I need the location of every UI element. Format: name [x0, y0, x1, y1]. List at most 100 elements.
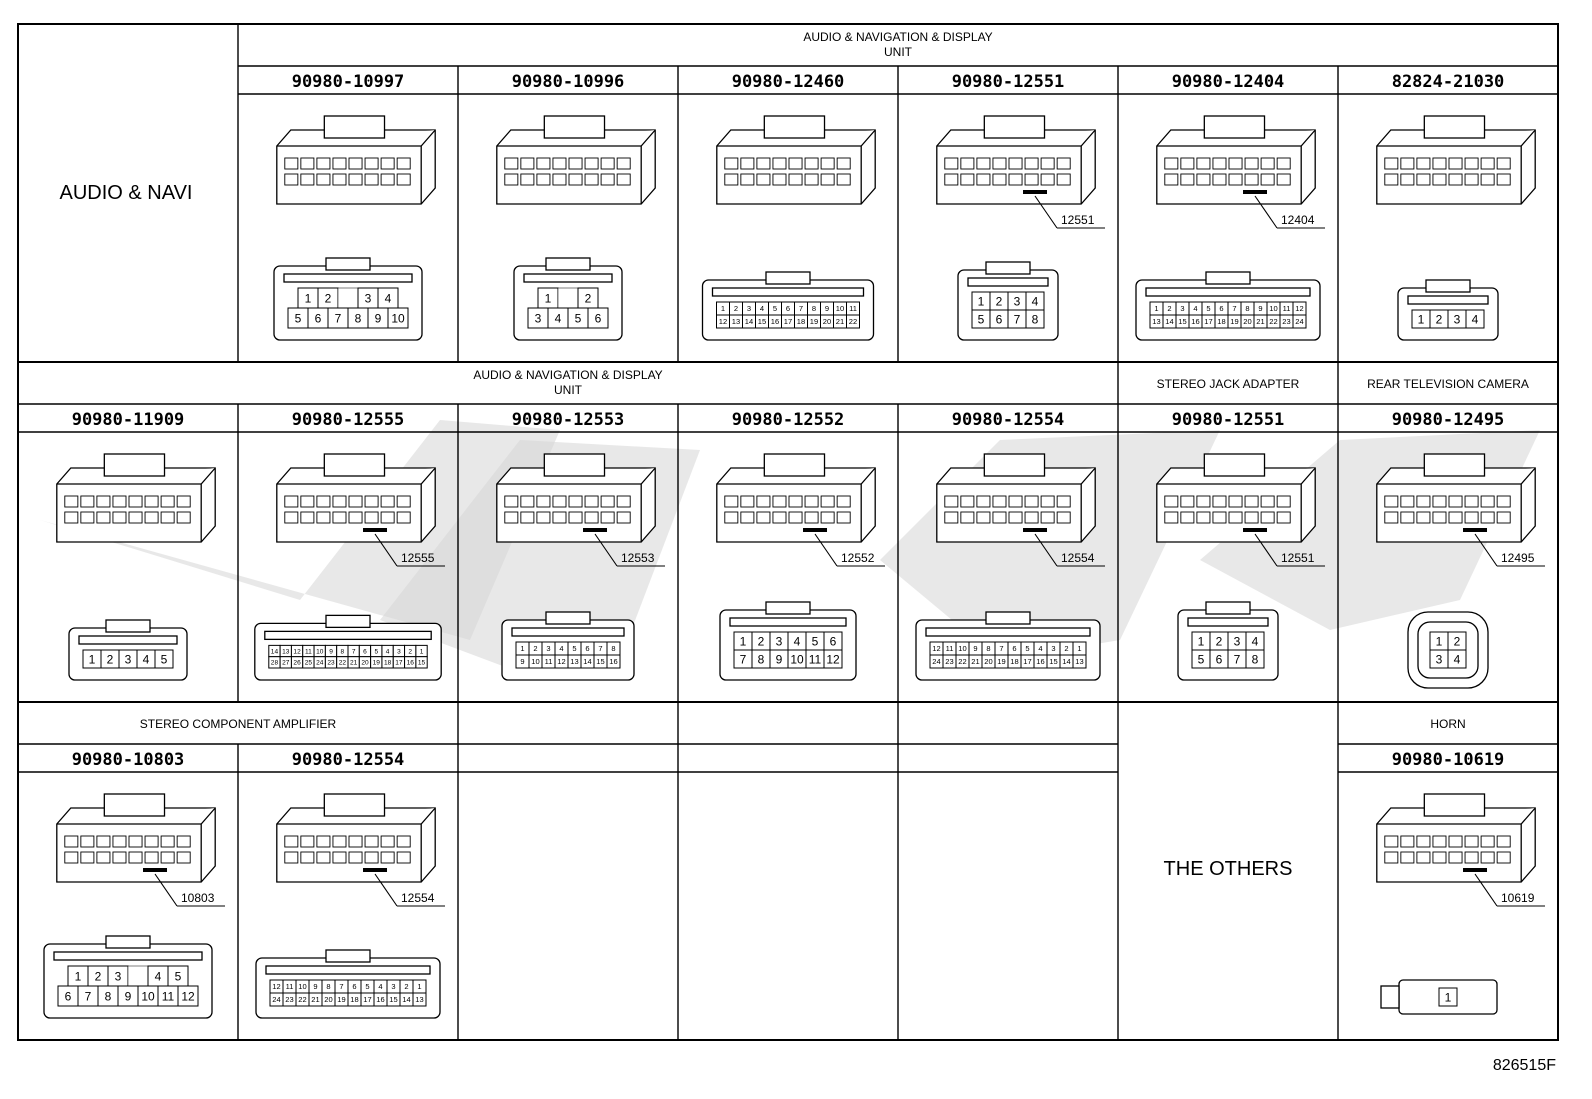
pin-number: 19 — [373, 660, 381, 667]
pin-number: 4 — [386, 648, 390, 655]
pin-number: 14 — [1165, 317, 1173, 326]
housing-latch — [323, 115, 386, 139]
pin-number: 23 — [285, 995, 293, 1004]
housing-cavity — [284, 851, 299, 864]
pin-number: 8 — [812, 304, 816, 313]
pin-number: 13 — [732, 317, 740, 326]
housing-cavity — [1040, 495, 1055, 508]
housing-cavity — [332, 835, 347, 848]
housing-cavity — [836, 511, 851, 524]
pin-number: 7 — [740, 652, 747, 666]
housing-cavity — [536, 495, 551, 508]
housing-cavity — [128, 835, 143, 848]
housing-cavity — [176, 495, 191, 508]
housing-cavity — [1448, 173, 1463, 186]
housing-cavity — [944, 157, 959, 170]
housing-cavity — [788, 511, 803, 524]
callout-label: 12495 — [1501, 551, 1535, 565]
housing-cavity — [284, 157, 299, 170]
pin-number: 14 — [745, 317, 753, 326]
housing-cavity — [1480, 851, 1495, 864]
housing-cavity — [1276, 157, 1291, 170]
housing-cavity — [504, 157, 519, 170]
pin-number: 24 — [932, 657, 940, 666]
pin-number: 5 — [374, 648, 378, 655]
housing-cavity — [112, 511, 127, 524]
group-header: HORN — [1430, 717, 1465, 731]
housing-cavity — [976, 495, 991, 508]
pin-number: 4 — [1472, 312, 1479, 326]
housing-cavity — [520, 157, 535, 170]
housing-cavity — [1496, 835, 1511, 848]
housing-cavity — [160, 511, 175, 524]
housing-cavity — [1196, 157, 1211, 170]
pin-number: 9 — [125, 989, 132, 1003]
pin-number: 5 — [295, 311, 302, 325]
part-number: 90980-11909 — [72, 410, 185, 430]
pin-number: 1 — [721, 304, 725, 313]
pin-number: 3 — [1436, 652, 1443, 666]
pin-number: 12 — [557, 657, 565, 666]
pin-number: 3 — [397, 648, 401, 655]
pin-number: 22 — [1269, 317, 1277, 326]
pin-number: 3 — [1051, 644, 1055, 653]
callout-leader — [594, 533, 618, 567]
face-rib — [1407, 295, 1489, 305]
pin-number: 25 — [305, 660, 313, 667]
pin-number: 2 — [585, 291, 592, 305]
housing-cavity — [1400, 157, 1415, 170]
housing-cavity — [96, 835, 111, 848]
face-rib — [1187, 617, 1269, 627]
group-header: STEREO COMPONENT AMPLIFIER — [140, 717, 337, 731]
pin-number: 22 — [849, 317, 857, 326]
housing-cavity — [112, 835, 127, 848]
housing-cavity — [1040, 511, 1055, 524]
housing-latch — [323, 793, 386, 817]
housing-cavity — [1480, 157, 1495, 170]
housing-cavity — [380, 495, 395, 508]
callout-label: 12554 — [401, 891, 435, 905]
pin-number: 4 — [1193, 304, 1197, 313]
housing-cavity — [364, 173, 379, 186]
housing-cavity — [380, 851, 395, 864]
housing-cavity — [1416, 835, 1431, 848]
pin-number: 19 — [997, 657, 1005, 666]
housing-cavity — [1384, 157, 1399, 170]
housing-cavity — [160, 851, 175, 864]
housing-cavity — [1244, 511, 1259, 524]
housing-cavity — [348, 173, 363, 186]
housing-cavity — [300, 495, 315, 508]
housing-cavity — [380, 835, 395, 848]
pin-number: 7 — [85, 989, 92, 1003]
housing-cavity — [1180, 511, 1195, 524]
pin-number: 16 — [771, 317, 779, 326]
pin-number: 24 — [1295, 317, 1303, 326]
pin-number: 1 — [75, 969, 82, 983]
pin-number: 6 — [585, 644, 589, 653]
housing-cavity — [1448, 495, 1463, 508]
group-header: AUDIO & NAVIGATION & DISPLAY — [473, 368, 662, 382]
pin-number: 23 — [327, 660, 335, 667]
pin-number: 6 — [830, 634, 837, 648]
housing-cavity — [332, 157, 347, 170]
pin-number: 7 — [799, 304, 803, 313]
part-number: 90980-10803 — [72, 750, 185, 770]
face-lock — [765, 601, 811, 615]
face-rib — [265, 965, 431, 975]
housing-cavity — [820, 495, 835, 508]
pin-number: 11 — [1283, 304, 1291, 313]
housing-cavity — [1496, 495, 1511, 508]
pin-number: 5 — [365, 982, 369, 991]
pin-number: 1 — [417, 982, 421, 991]
pin-number: 1 — [1418, 312, 1425, 326]
pin-number: 8 — [355, 311, 362, 325]
housing-cavity — [1056, 495, 1071, 508]
housing-cavity — [504, 495, 519, 508]
pin-cavity — [154, 649, 174, 669]
pin-number: 8 — [326, 982, 330, 991]
